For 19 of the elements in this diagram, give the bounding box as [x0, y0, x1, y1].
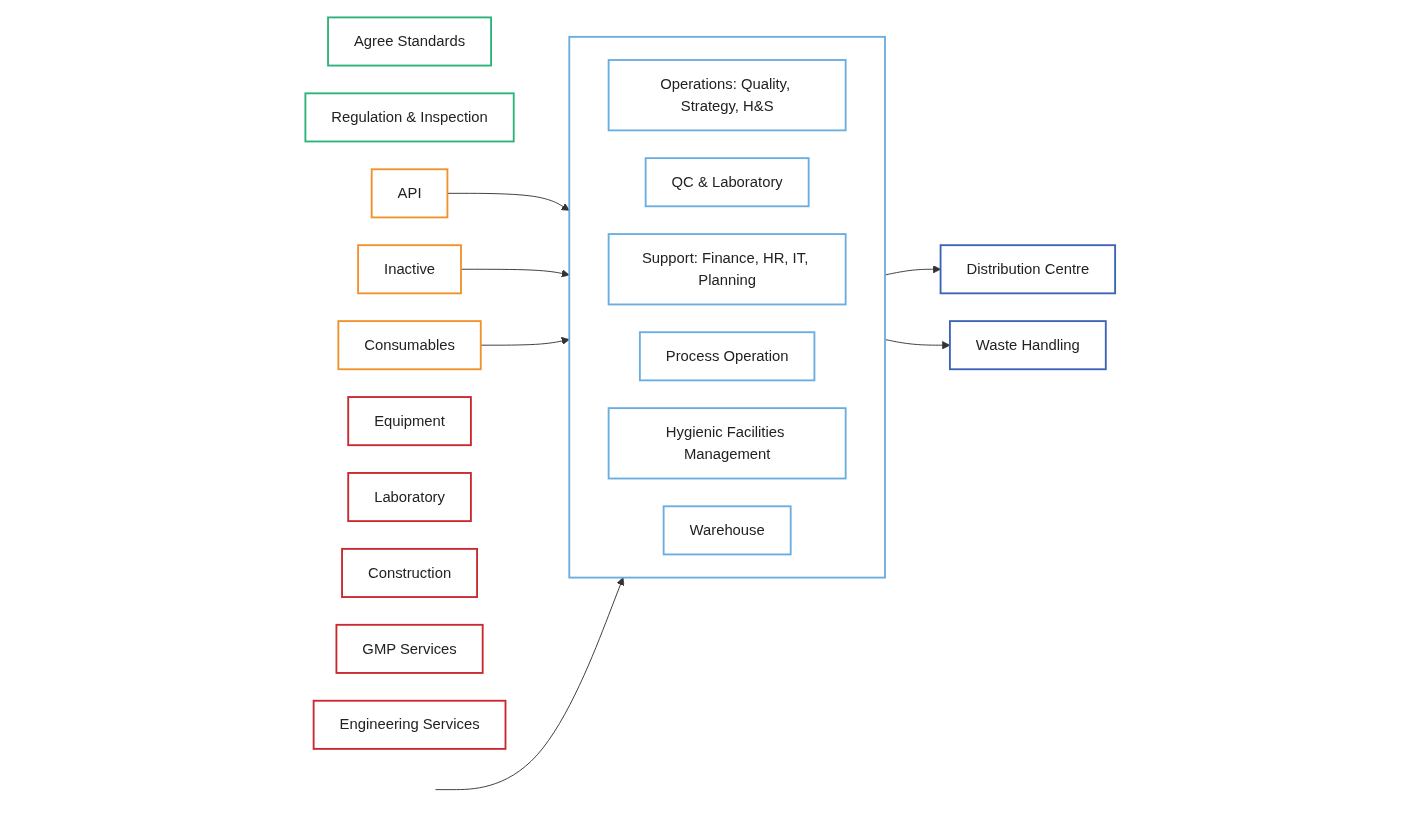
node-box: API [371, 168, 449, 219]
node-box: Support: Finance, HR, IT, Planning [607, 233, 847, 306]
node-box: Consumables [337, 320, 482, 371]
node-box: QC & Laboratory [644, 157, 810, 208]
node-box: Construction [341, 547, 479, 598]
node-box: Laboratory [347, 472, 473, 523]
node-box: Warehouse [662, 505, 792, 556]
node-box: Waste Handling [949, 320, 1107, 371]
node-box: GMP Services [335, 623, 484, 674]
node-box: Process Operation [639, 331, 816, 382]
node-box: Hygienic Facilities Management [607, 407, 847, 480]
node-box: Regulation & Inspection [304, 92, 515, 143]
node-box: Engineering Services [312, 699, 507, 750]
cluster [568, 35, 887, 579]
node-box: Inactive [357, 244, 463, 295]
node-box: Equipment [347, 396, 473, 447]
node-box: Operations: Quality, Strategy, H&S [607, 59, 847, 132]
node-box: Agree Standards [327, 16, 493, 67]
node-box: Distribution Centre [939, 244, 1117, 295]
